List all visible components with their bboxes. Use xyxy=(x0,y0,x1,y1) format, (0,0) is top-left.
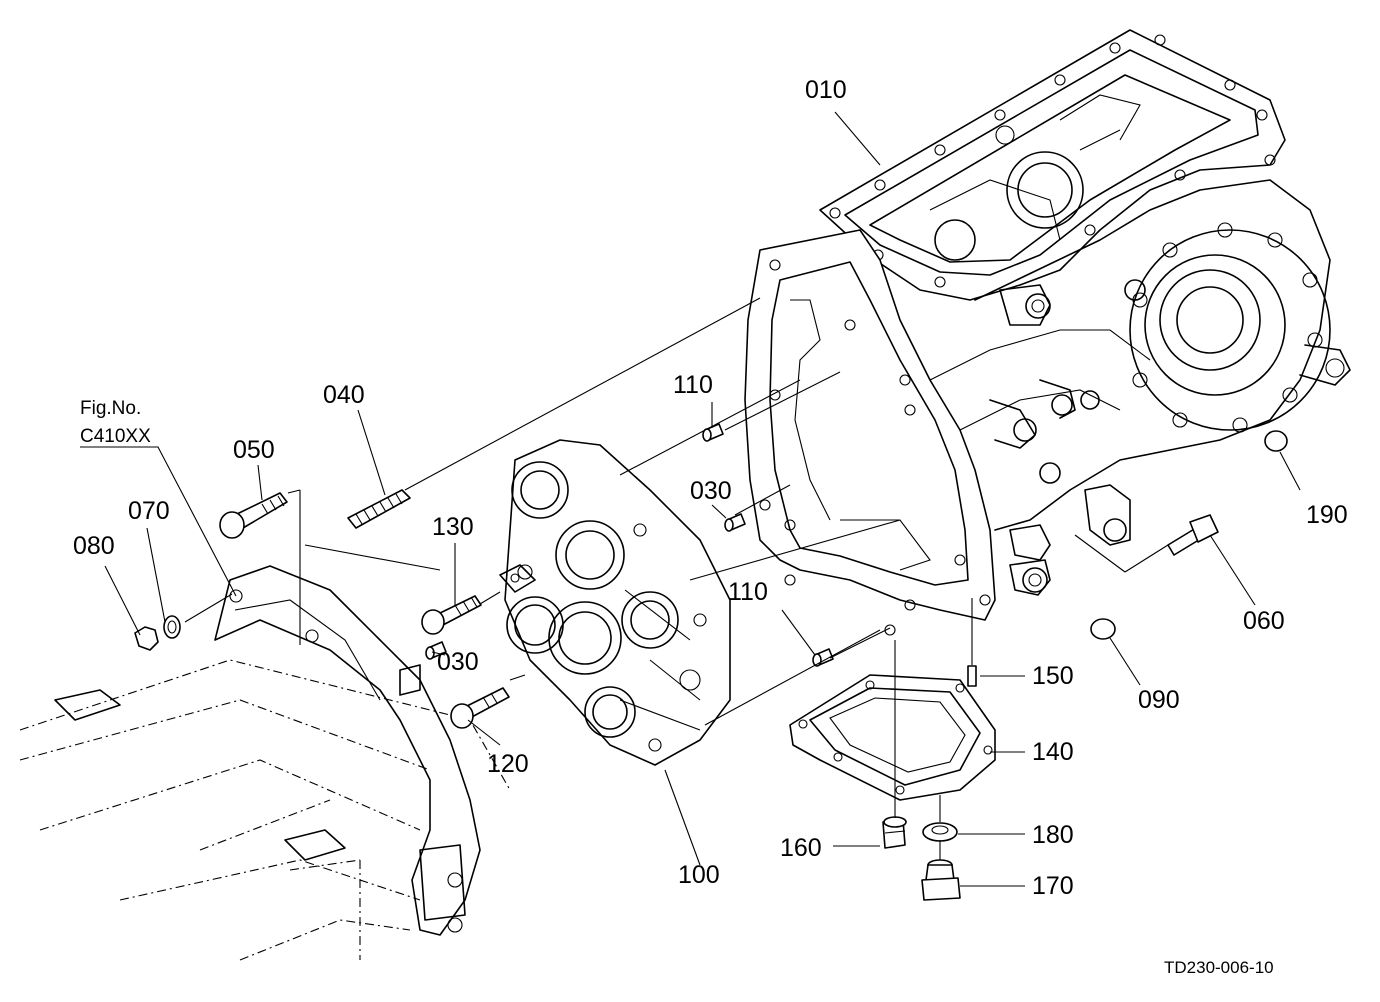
alignment-lines xyxy=(184,297,1169,860)
label-030-upper: 030 xyxy=(690,477,732,505)
drawing-code: TD230-006-10 xyxy=(1164,958,1274,977)
part-130-bolt xyxy=(421,595,482,635)
label-160: 160 xyxy=(780,834,822,862)
part-190-o-ring xyxy=(1264,430,1288,452)
label-110-upper: 110 xyxy=(673,371,713,399)
front-frame-reference xyxy=(19,565,511,961)
label-110-lower: 110 xyxy=(728,578,768,606)
part-180-washer xyxy=(922,822,958,842)
label-030-lower: 030 xyxy=(437,648,479,676)
label-140: 140 xyxy=(1032,738,1074,766)
label-120: 120 xyxy=(487,750,529,778)
label-170: 170 xyxy=(1032,872,1074,900)
label-010: 010 xyxy=(805,76,847,104)
part-040-stud xyxy=(347,489,411,529)
part-120-bolt xyxy=(450,687,510,729)
part-030-pins xyxy=(425,513,746,660)
label-070: 070 xyxy=(128,497,170,525)
part-010-transmission-case xyxy=(744,29,1351,636)
figure-reference: Fig.No. C410XX xyxy=(80,398,151,447)
part-170-plug xyxy=(921,859,961,901)
label-080: 080 xyxy=(73,532,115,560)
label-150: 150 xyxy=(1032,662,1074,690)
part-110-pins xyxy=(702,423,834,667)
label-100: 100 xyxy=(678,861,720,889)
figure-ref-line1: Fig.No. xyxy=(80,398,141,419)
label-180: 180 xyxy=(1032,821,1074,849)
label-130: 130 xyxy=(432,513,474,541)
part-150-pin xyxy=(967,665,977,687)
part-160-plug xyxy=(882,816,907,849)
part-050-bolt xyxy=(219,492,288,539)
label-090: 090 xyxy=(1138,686,1180,714)
label-060: 060 xyxy=(1243,607,1285,635)
leader-lines xyxy=(80,111,1301,887)
part-labels: 010 040 050 070 080 130 030 120 110 030 … xyxy=(73,76,1348,900)
label-050: 050 xyxy=(233,436,275,464)
label-040: 040 xyxy=(323,381,365,409)
part-140-bottom-cover xyxy=(789,674,996,801)
figure-ref-line2: C410XX xyxy=(80,426,151,447)
part-060-fitting xyxy=(1167,514,1219,556)
label-190: 190 xyxy=(1306,501,1348,529)
part-070-080-washer-nut xyxy=(134,615,181,651)
part-100-front-plate xyxy=(499,439,731,766)
part-090-o-ring xyxy=(1090,618,1116,640)
